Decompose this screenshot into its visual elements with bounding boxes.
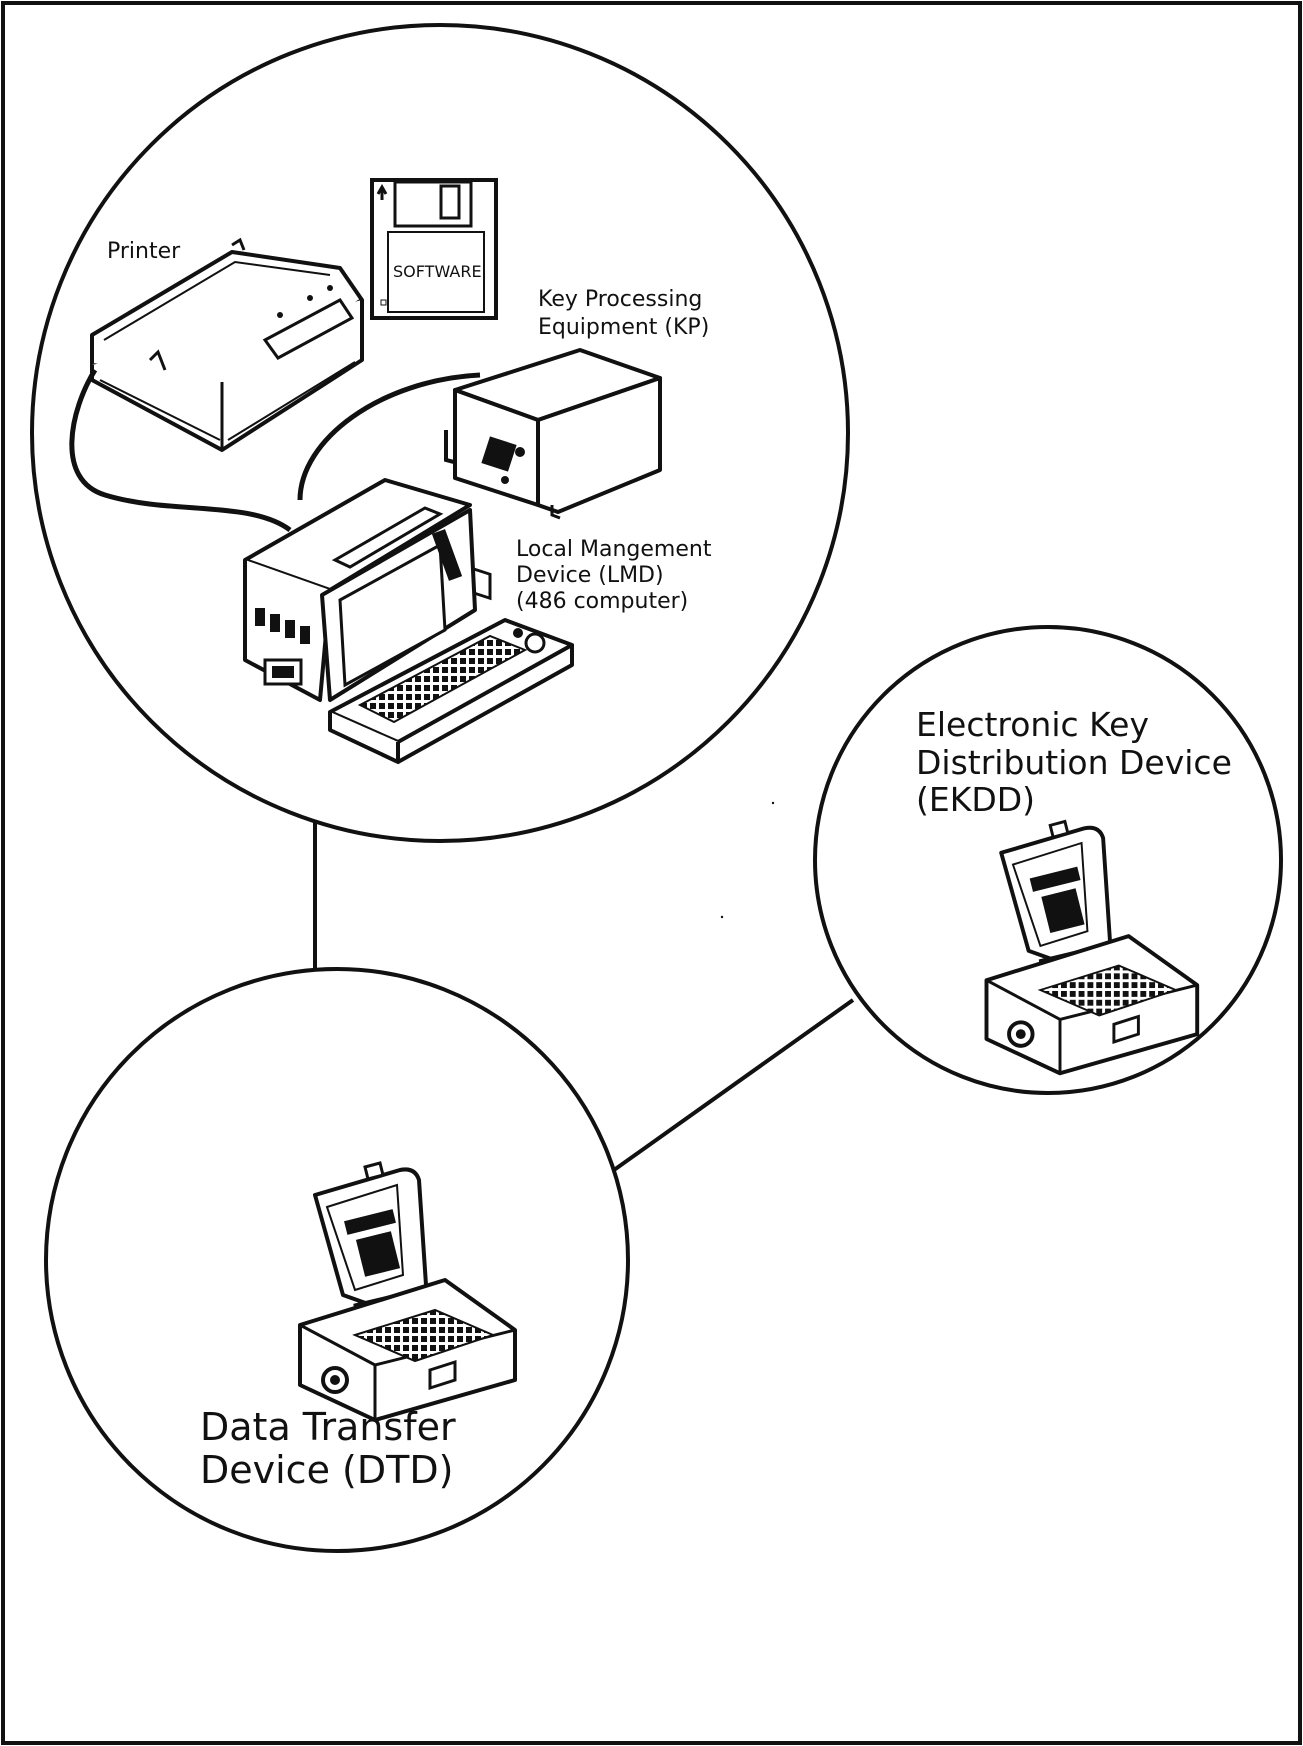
lmd-station-circle — [30, 23, 850, 843]
ekdd-node: Electronic Key Distribution Device (EKDD… — [813, 625, 1283, 1095]
kp-label-line2: Equipment (KP) — [538, 315, 709, 340]
printer-label: Printer — [107, 239, 181, 264]
ekdd-label-line2: Distribution Device — [916, 743, 1232, 782]
lmd-station-node: SOFTWARE Printer — [30, 23, 850, 843]
printer-cable — [69, 368, 292, 533]
ekdd-label-line3: (EKDD) — [916, 780, 1035, 819]
laptop-computer-icon: Local Mangement Device (LMD) (486 comput… — [243, 478, 712, 764]
kp-label-line1: Key Processing — [538, 287, 702, 312]
software-label: SOFTWARE — [393, 262, 482, 281]
dtd-node: Data Transfer Device (DTD) — [44, 967, 630, 1553]
lmd-label-line3: (486 computer) — [516, 589, 688, 614]
lmd-label-line2: Device (LMD) — [516, 563, 664, 588]
floppy-disk-icon: SOFTWARE — [370, 178, 498, 320]
dtd-label-line1: Data Transfer — [200, 1405, 456, 1449]
scan-speck — [771, 801, 775, 805]
dtd-label-line2: Device (DTD) — [200, 1448, 453, 1492]
kp-cable — [297, 372, 481, 501]
lmd-label-line1: Local Mangement — [516, 537, 712, 562]
ekdd-label-line1: Electronic Key — [916, 705, 1149, 744]
key-processor-icon: Key Processing Equipment (KP) — [444, 287, 709, 601]
scan-speck — [720, 915, 724, 919]
link-dtd-ekdd — [612, 998, 855, 1172]
